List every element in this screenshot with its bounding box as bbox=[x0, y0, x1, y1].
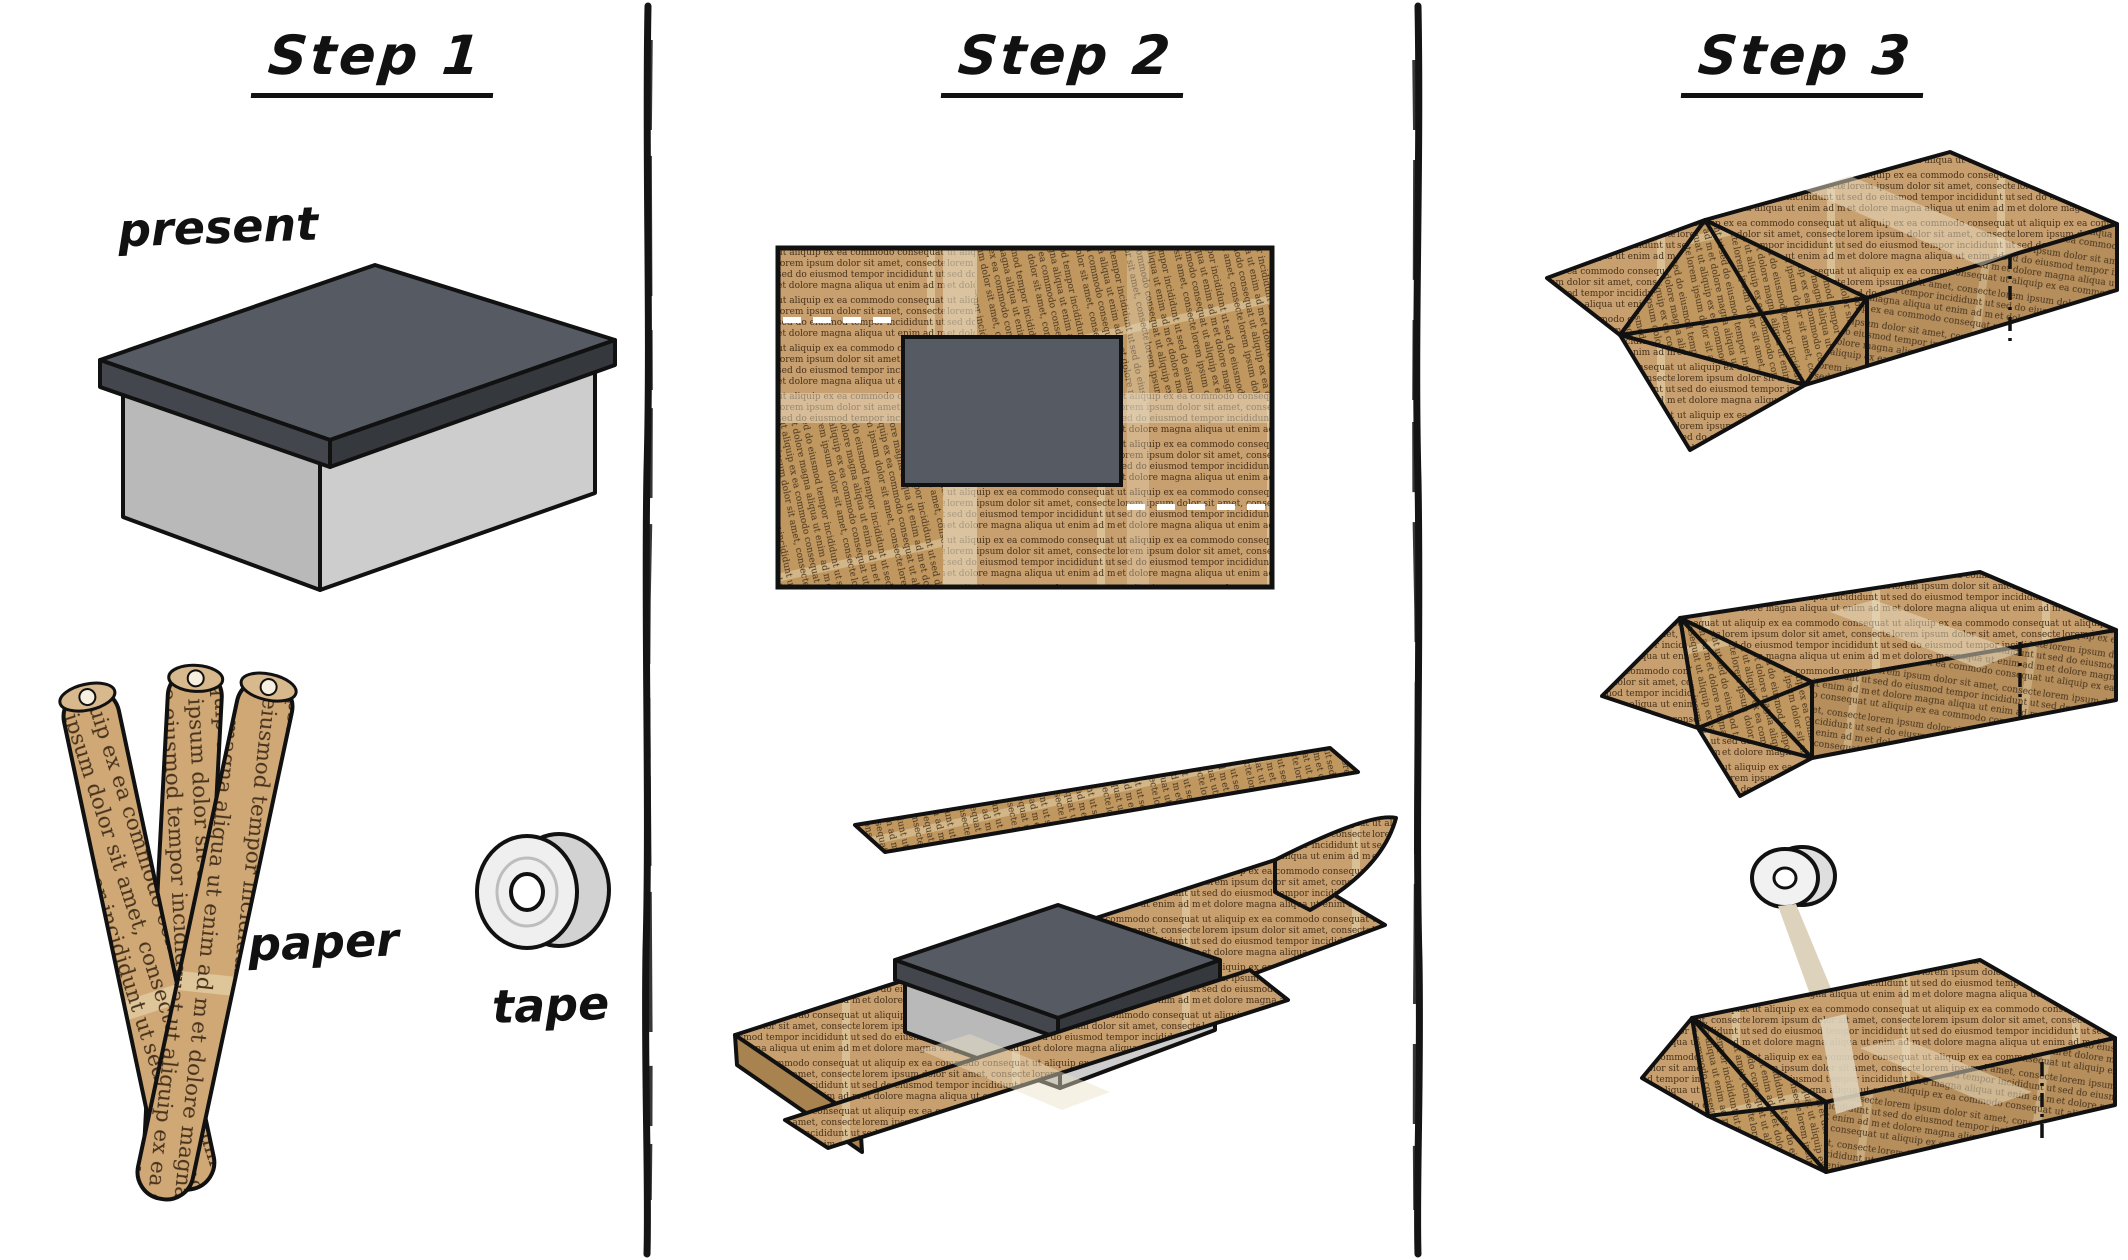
paper-front-edge bbox=[783, 968, 1290, 1150]
paper-seam bbox=[1805, 176, 2025, 266]
wrapped-box-open-end-illustration bbox=[1545, 150, 2119, 452]
tape-strip bbox=[1820, 1014, 1862, 1114]
step-3-title-slot: Step 3 bbox=[1675, 24, 1935, 98]
column-divider-icon bbox=[1412, 2, 1423, 1258]
wrapped-end-corner bbox=[1803, 296, 1869, 387]
paper-seam bbox=[1830, 600, 2020, 668]
paper-back-flap bbox=[853, 746, 1360, 854]
paper-seam bbox=[1860, 1038, 2032, 1106]
step-1-title-slot: Step 1 bbox=[245, 24, 505, 98]
step-1-title: Step 1 bbox=[250, 24, 500, 98]
end-flap-point bbox=[1545, 218, 1707, 337]
paper-seam bbox=[1127, 248, 1149, 587]
end-flap-bottom bbox=[1696, 726, 1814, 798]
box-on-paper-wrapping-illustration bbox=[733, 746, 1398, 1154]
tape-roll-hole bbox=[509, 872, 545, 912]
step-3-title: Step 3 bbox=[1680, 24, 1930, 98]
paper-seam bbox=[920, 1034, 1110, 1110]
paper-rolls-illustration bbox=[58, 663, 298, 1202]
paper-curl bbox=[1273, 815, 1398, 912]
paper-label: paper bbox=[247, 912, 400, 972]
present-box-top-view bbox=[901, 335, 1123, 487]
step-2-title: Step 2 bbox=[940, 24, 1190, 98]
end-flap-point bbox=[1600, 616, 1700, 730]
column-divider-icon bbox=[642, 2, 653, 1258]
step-2-title-slot: Step 2 bbox=[935, 24, 1195, 98]
tape-roll-illustration bbox=[475, 832, 611, 950]
tape-label: tape bbox=[491, 975, 611, 1035]
present-box-lid-rim-right bbox=[328, 338, 617, 469]
end-flap-point bbox=[1640, 1016, 1710, 1118]
end-flap-bottom bbox=[1618, 333, 1807, 452]
tape-roll-small bbox=[1750, 845, 1837, 909]
wrapped-box-folded-end-illustration bbox=[1600, 570, 2118, 798]
present-box-illustration bbox=[98, 263, 617, 592]
paper-sheet-with-box-illustration bbox=[775, 245, 1275, 590]
wrapped-box-taping-illustration bbox=[1640, 845, 2117, 1174]
paper-roll bbox=[135, 671, 298, 1202]
